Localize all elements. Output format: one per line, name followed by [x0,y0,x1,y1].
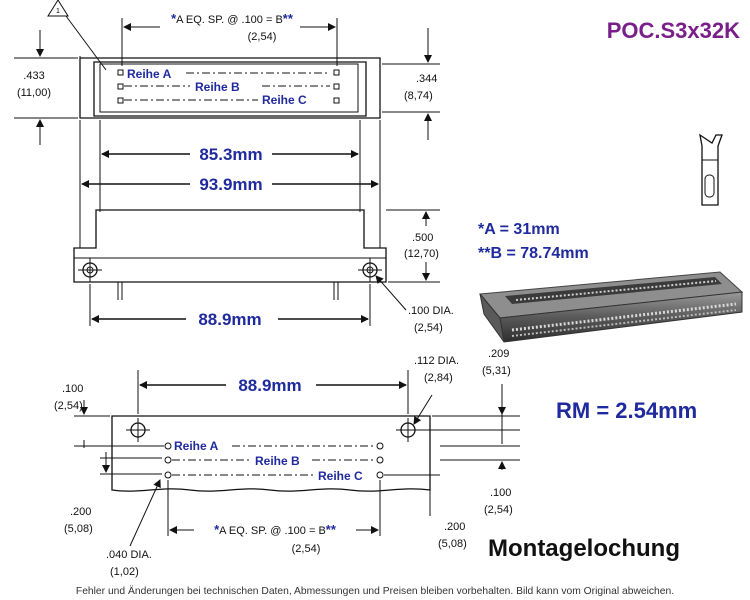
spacing-label: *A EQ. SP. @ .100 = B** [171,11,294,26]
pin-marker [117,83,124,90]
pin-hole [376,456,384,464]
inner-inch: .344 [416,73,437,85]
connector-frame [93,61,367,117]
contact-pin-icon [699,133,723,206]
inner-length: 85.3mm [199,145,262,164]
mounting-view: 88.9mm .112 DIA. (2,84) .209 (5,31) .100… [54,348,680,578]
note-triangle-icon [47,0,69,17]
pin-hole [164,442,172,450]
side-height-mm: (12,70) [404,248,439,260]
cutout-hole-mm: (2,84) [424,372,453,384]
spacing-prefix: * [171,11,177,26]
pin-hole [164,456,172,464]
pin-hole-leader [129,479,161,547]
pin-marker [333,69,340,76]
right-mid-mm: (2,54) [484,504,513,516]
cutout-hole-leader [413,394,433,425]
right-mid-inch: .100 [490,487,511,499]
side-view: 85.3mm 93.9mm .500 (12,70) .100 DIA. [73,120,454,334]
pin-marker [117,69,124,76]
height-mm: (11,00) [17,87,51,99]
mounting-caption: Montagelochung [488,535,680,562]
bot-spacing-label: *A EQ. SP. @ .100 = B** [214,522,337,537]
inner-mm: (8,74) [404,90,433,102]
mount-length: 88.9mm [198,310,261,329]
spacing-mm: (2,54) [248,31,277,43]
cutout-row-a-label: Reihe A [174,439,219,453]
edge-mm: (5,31) [482,365,511,377]
hole-leader [375,275,407,311]
bot-spacing-mm: (2,54) [292,543,321,555]
pin-hole-mm: (1,02) [110,566,139,578]
pin-marker [333,83,340,90]
pin-hole [376,471,384,479]
row-b-label: Reihe B [195,80,240,94]
cutout-hole-inch: .112 DIA. [414,355,459,367]
left-top-mm: (2,54) [54,400,83,412]
connector-insert [99,63,359,113]
top-view: 1 *A EQ. SP. @ .100 = B** (2,54) Reihe A… [14,0,440,145]
footer-disclaimer: Fehler und Änderungen bei technischen Da… [76,585,674,597]
pin-marker [117,97,124,104]
spec-b: **B = 78.74mm [478,245,589,262]
spacing-text: A EQ. SP. @ .100 = B [176,14,283,26]
left-bottom-inch: .200 [70,506,91,518]
height-inch: .433 [23,70,44,82]
outer-length: 93.9mm [199,175,262,194]
cutout-outline [111,415,431,492]
right-bottom-mm: (5,08) [438,538,467,550]
pin-marker [333,97,340,104]
row-c-label: Reihe C [262,93,307,107]
pin-hole [376,442,384,450]
hole-distance: 88.9mm [238,376,301,395]
side-hole-inch: .100 DIA. [408,305,454,317]
side-body [73,209,387,283]
note-number: 1 [56,8,60,15]
bot-spacing-suffix: ** [326,522,337,537]
pin-hole [164,471,172,479]
left-top-inch: .100 [62,383,83,395]
bot-spacing-prefix: * [214,522,220,537]
product-title: POC.S3x32K [607,18,740,43]
pitch-spec: RM = 2.54mm [556,398,697,423]
cutout-row-b-label: Reihe B [255,454,300,468]
row-a-label: Reihe A [127,67,172,81]
side-hole-mm: (2,54) [414,322,443,334]
right-bottom-inch: .200 [444,521,465,533]
spacing-suffix: ** [283,11,294,26]
pin-hole-inch: .040 DIA. [106,549,152,561]
edge-inch: .209 [488,348,509,360]
note-leader-line [65,15,107,71]
spec-a: *A = 31mm [478,221,560,238]
left-bottom-mm: (5,08) [64,523,93,535]
cutout-row-c-label: Reihe C [318,469,363,483]
bot-spacing-text: A EQ. SP. @ .100 = B [219,525,326,537]
side-height-inch: .500 [412,232,433,244]
connector-photo [479,271,744,343]
